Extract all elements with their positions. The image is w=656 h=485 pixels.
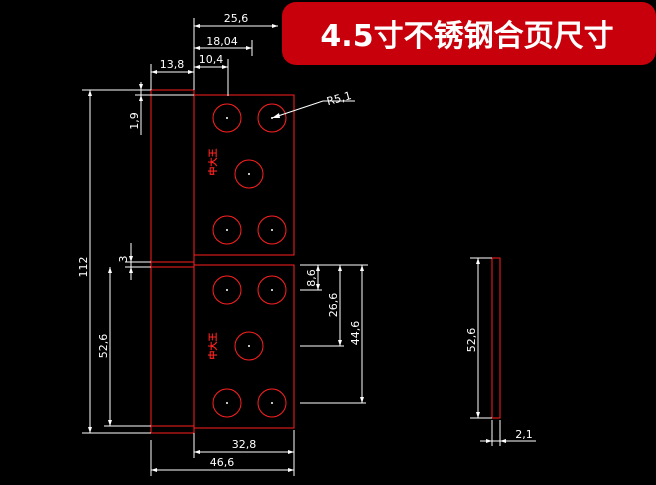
- side-view: [491, 257, 501, 419]
- dim-26-6: 26,6: [327, 293, 340, 318]
- dimension-arrows: [88, 24, 506, 472]
- banner-title: 4.5寸不锈钢合页尺寸: [320, 19, 613, 54]
- dim-1-9: 1,9: [128, 112, 141, 130]
- upper-hole-2: [257, 103, 287, 133]
- lower-hole-1: [212, 275, 242, 305]
- dim-25-6: 25,6: [224, 12, 249, 25]
- dim-32-8: 32,8: [232, 438, 257, 451]
- lower-leaf: [193, 264, 295, 429]
- dimension-lines: [82, 18, 536, 476]
- upper-hole-4: [212, 215, 242, 245]
- lower-stamp: 中大王: [207, 332, 219, 359]
- dim-46-6: 46,6: [210, 456, 235, 469]
- upper-hole-1: [212, 103, 242, 133]
- upper-stamp: 中大王: [207, 148, 219, 175]
- lower-hole-3: [234, 331, 264, 361]
- dim-2-1: 2,1: [515, 428, 533, 441]
- upper-leaf: [193, 94, 295, 256]
- dim-18-04: 18,04: [206, 35, 238, 48]
- lower-hole-5: [257, 388, 287, 418]
- dim-112: 112: [77, 257, 90, 278]
- dim-radius: R5,1: [325, 89, 353, 108]
- dim-44-6: 44,6: [349, 321, 362, 346]
- dim-3: 3: [117, 256, 130, 263]
- upper-hole-5: [257, 215, 287, 245]
- lower-hole-2: [257, 275, 287, 305]
- dim-52-6-left: 52,6: [97, 334, 110, 359]
- dim-10-4: 10,4: [199, 53, 224, 66]
- dim-8-6: 8,6: [305, 269, 318, 287]
- dim-13-8: 13,8: [160, 58, 185, 71]
- title-banner: 4.5寸不锈钢合页尺寸: [282, 2, 656, 65]
- upper-hole-3: [234, 159, 264, 189]
- banner-background: [282, 2, 656, 65]
- dim-52-6-side: 52,6: [465, 328, 478, 353]
- lower-hole-4: [212, 388, 242, 418]
- hinge-outline: [150, 89, 501, 434]
